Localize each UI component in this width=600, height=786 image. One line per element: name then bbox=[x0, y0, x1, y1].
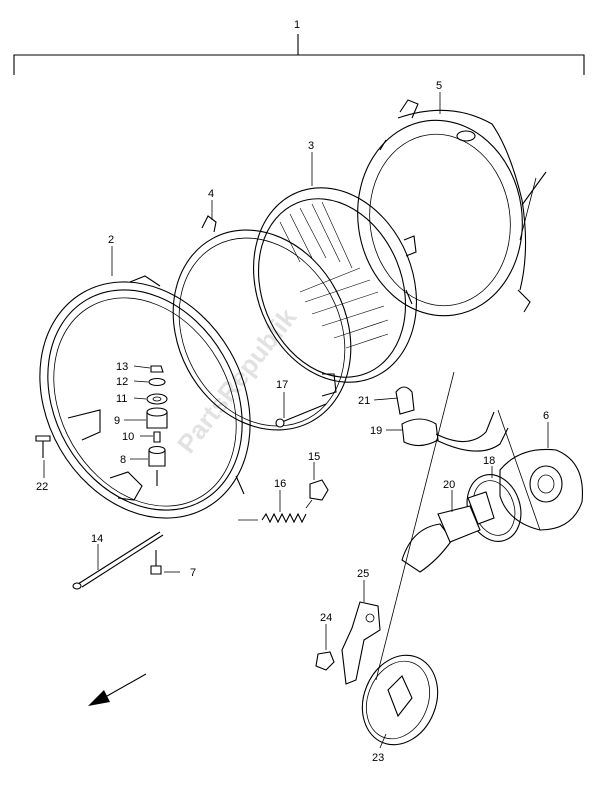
callout-16: 16 bbox=[274, 478, 286, 490]
callout-24: 24 bbox=[320, 612, 332, 624]
callout-17: 17 bbox=[276, 379, 288, 391]
guide-lines bbox=[375, 177, 541, 681]
headlight-lens-unit bbox=[253, 187, 417, 383]
callout-21: 21 bbox=[358, 395, 370, 407]
bolt-7 bbox=[150, 550, 162, 575]
callouts: 1 5 3 4 2 13 12 11 9 10 8 22 17 21 19 6 … bbox=[36, 19, 549, 764]
callout-11: 11 bbox=[116, 393, 127, 405]
headlight-housing bbox=[357, 99, 547, 317]
leader-lines bbox=[43, 92, 549, 749]
callout-5: 5 bbox=[436, 80, 442, 92]
callout-6: 6 bbox=[543, 410, 549, 422]
pilot-bulb-21 bbox=[395, 386, 415, 415]
callout-13: 13 bbox=[116, 361, 128, 373]
callout-7: 7 bbox=[190, 567, 196, 579]
callout-10: 10 bbox=[122, 431, 134, 443]
callout-4: 4 bbox=[208, 188, 214, 200]
callout-14: 14 bbox=[91, 533, 103, 545]
front-direction-arrow bbox=[88, 673, 147, 706]
damper-hardware-stack bbox=[146, 365, 168, 486]
callout-1: 1 bbox=[294, 19, 300, 31]
assembly-bracket bbox=[13, 34, 585, 75]
spring-16 bbox=[238, 499, 313, 524]
callout-19: 19 bbox=[370, 425, 382, 437]
callout-3: 3 bbox=[308, 140, 314, 152]
callout-23: 23 bbox=[372, 752, 384, 764]
bulb-socket-6 bbox=[499, 448, 584, 531]
callout-18: 18 bbox=[483, 455, 495, 467]
long-bolt-14 bbox=[72, 531, 164, 590]
cap-23 bbox=[361, 654, 439, 746]
callout-20: 20 bbox=[443, 479, 455, 491]
pilot-socket-19 bbox=[401, 411, 509, 452]
callout-15: 15 bbox=[308, 451, 320, 463]
callout-12: 12 bbox=[116, 376, 128, 388]
screw-17 bbox=[275, 403, 327, 428]
bracket-25 bbox=[341, 601, 381, 685]
nut-24 bbox=[315, 651, 335, 671]
callout-2: 2 bbox=[108, 234, 114, 246]
callout-25: 25 bbox=[357, 568, 369, 580]
callout-22: 22 bbox=[36, 481, 48, 493]
headlight-bulb-20 bbox=[401, 491, 495, 573]
screw-22 bbox=[35, 435, 51, 458]
callout-9: 9 bbox=[114, 415, 120, 427]
callout-8: 8 bbox=[120, 454, 126, 466]
nut-15 bbox=[309, 479, 329, 501]
headlight-rim bbox=[39, 275, 251, 519]
